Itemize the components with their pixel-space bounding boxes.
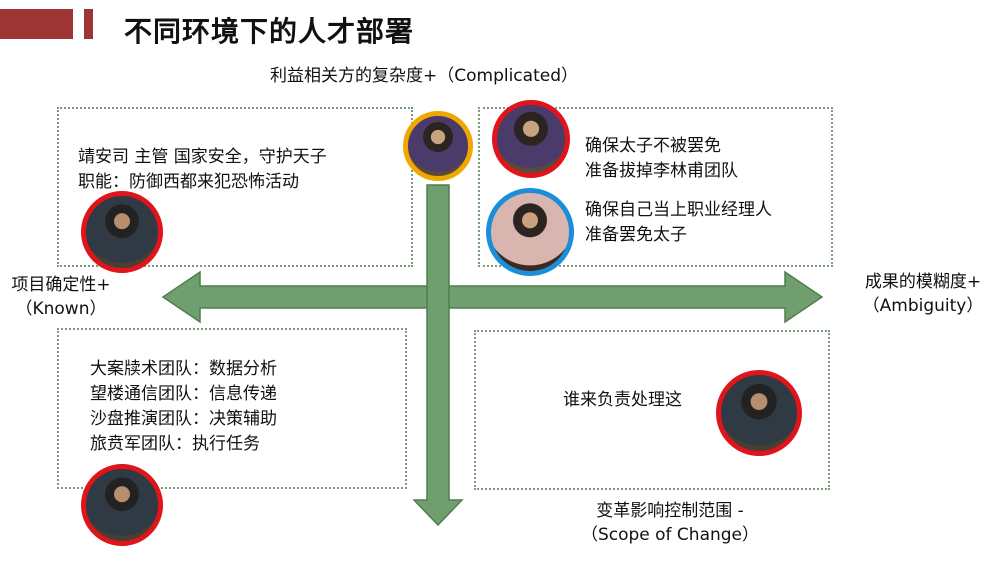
text-line: 沙盘推演团队：决策辅助 [90,409,277,429]
axis-label-bottom: 变革影响控制范围 - （Scope of Change） [570,499,770,547]
character-portrait-red-top [492,100,570,178]
axis-right-line2: （Ambiguity） [862,296,984,316]
character-portrait-orange [403,111,473,181]
quadrant-bottom-right [474,330,830,490]
title-accent-bar-small [84,9,93,39]
character-portrait-bottom-left [81,464,163,546]
axis-label-top: 利益相关方的复杂度+（Complicated） [270,66,578,86]
quadrant-top-right [478,107,833,267]
axis-label-right: 成果的模糊度+ （Ambiguity） [848,270,998,318]
text-line: 望楼通信团队：信息传递 [90,384,277,404]
text-line: 准备拔掉李林甫团队 [585,161,738,181]
axis-label-left: 项目确定性+ （Known） [0,273,122,321]
character-portrait-top-left [81,191,163,273]
text-line: 准备罢免太子 [585,225,687,245]
text-line: 旅贲军团队：执行任务 [90,434,260,454]
text-line: 谁来负责处理这 [563,390,682,410]
quadrant-top-right-text-b: 确保自己当上职业经理人准备罢免太子 [585,198,772,248]
text-line: 确保太子不被罢免 [585,136,721,156]
axis-left-line2: （Known） [15,299,107,319]
character-portrait-blue [486,188,574,276]
axis-bottom-line1: 变革影响控制范围 - [596,501,744,521]
axis-left-line1: 项目确定性+ [11,275,111,295]
axis-right-line1: 成果的模糊度+ [864,272,982,292]
text-line: 职能：防御西都来犯恐怖活动 [78,172,299,192]
quadrant-top-left-text: 靖安司 主管 国家安全，守护天子职能：防御西都来犯恐怖活动 [78,145,327,195]
text-line: 确保自己当上职业经理人 [585,200,772,220]
horizontal-double-arrow [161,270,824,324]
axis-bottom-line2: （Scope of Change） [580,525,760,545]
quadrant-top-right-text-a: 确保太子不被罢免准备拔掉李林甫团队 [585,134,738,184]
text-line: 靖安司 主管 国家安全，守护天子 [78,147,327,167]
title-accent-bar [0,9,73,39]
quadrant-bottom-right-text: 谁来负责处理这 [563,388,682,413]
quadrant-bottom-left [57,328,407,489]
vertical-arrow [412,184,464,527]
page-title: 不同环境下的人才部署 [124,15,415,48]
quadrant-top-left [57,107,413,267]
text-line: 大案牍术团队：数据分析 [90,359,277,379]
quadrant-bottom-left-text: 大案牍术团队：数据分析望楼通信团队：信息传递沙盘推演团队：决策辅助旅贲军团队：执… [90,357,277,457]
character-portrait-bottom-right [716,370,802,456]
